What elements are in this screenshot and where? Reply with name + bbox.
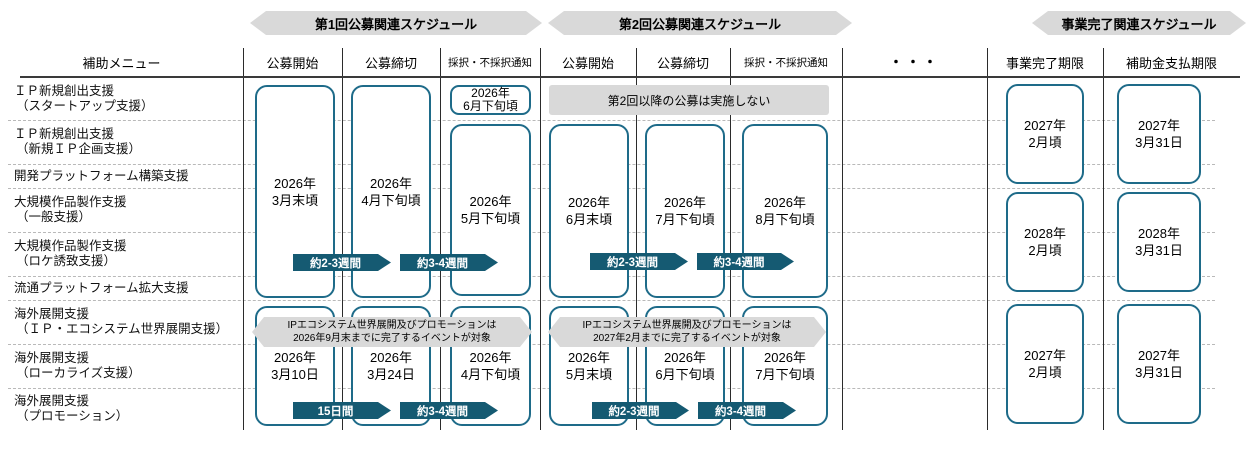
row-label-ip-startup: ＩＰ新規創出支援 （スタートアップ支援） <box>0 77 254 120</box>
column-header-payment-deadline: 補助金支払期限 <box>1125 55 1217 71</box>
r1-duration-arrow-1: 約2-3週間 <box>293 254 391 271</box>
column-divider <box>842 48 843 430</box>
r2-no-second-round-notice: 第2回以降の公募は実施しない <box>549 85 829 115</box>
r2-start-main-box: 2026年 6月末頃 <box>549 124 629 298</box>
r1-overseas-duration-arrow-1: 15日間 <box>293 402 391 419</box>
r2-duration-arrow-1: 約2-3週間 <box>590 253 688 270</box>
row-label-line1: 海外展開支援 <box>14 351 90 365</box>
column-header-r2-deadline: 公募締切 <box>656 55 709 71</box>
row-label-line1: ＩＰ新規創出支援 <box>14 83 115 98</box>
row-label-ip-new-plan: ＩＰ新規創出支援 （新規ＩＰ企画支援） <box>0 120 254 164</box>
row-label-line1: 海外展開支援 <box>14 394 90 408</box>
row-label-line2: （新規ＩＰ企画支援） <box>16 142 142 156</box>
column-header-menu: 補助メニュー <box>82 55 161 71</box>
row-divider <box>8 120 1215 121</box>
r1-overseas-condition-banner: IPエコシステム世界展開及びプロモーションは 2026年9月末までに完了するイベ… <box>252 317 532 347</box>
column-divider <box>636 48 637 430</box>
r1-duration-arrow-2: 約3-4週間 <box>400 254 498 271</box>
r2-duration-arrow-2: 約3-4週間 <box>697 253 794 270</box>
column-header-completion-deadline: 事業完了期限 <box>1005 55 1084 71</box>
column-header-r2-notice: 採択・不採択通知 <box>744 56 828 69</box>
row-label-distribution-platform: 流通プラットフォーム拡大支援 <box>0 276 254 300</box>
row-label-overseas-localize: 海外展開支援 （ローカライズ支援） <box>0 344 254 388</box>
r1-overseas-duration-arrow-2: 約3-4週間 <box>400 402 498 419</box>
completion-deadline-box-2: 2028年 2月頃 <box>1006 192 1084 292</box>
row-label-line2: （スタートアップ支援） <box>16 98 154 113</box>
row-label-large-general: 大規模作品製作支援 （一般支援） <box>0 188 254 232</box>
row-label-overseas-promotion: 海外展開支援 （プロモーション） <box>0 388 254 430</box>
column-divider <box>540 48 541 430</box>
r2-overseas-duration-arrow-1: 約2-3週間 <box>592 402 689 419</box>
column-divider <box>987 48 988 430</box>
column-divider <box>342 48 343 430</box>
payment-deadline-box-1: 2027年 3月31日 <box>1117 84 1201 184</box>
row-label-large-location: 大規模作品製作支援 （ロケ誘致支援） <box>0 232 254 276</box>
r2-overseas-condition-banner: IPエコシステム世界展開及びプロモーションは 2027年2月までに完了するイベン… <box>548 317 826 347</box>
column-header-r1-deadline: 公募締切 <box>364 55 417 71</box>
payment-deadline-box-3: 2027年 3月31日 <box>1117 304 1201 424</box>
row-label-dev-platform: 開発プラットフォーム構築支援 <box>0 164 254 188</box>
row-label-line2: （ローカライズ支援） <box>16 366 141 380</box>
payment-deadline-box-2: 2028年 3月31日 <box>1117 192 1201 292</box>
header-underline <box>20 76 1240 78</box>
column-divider <box>730 48 731 430</box>
column-divider <box>440 48 441 430</box>
column-header-r1-notice: 採択・不採択通知 <box>448 56 532 69</box>
row-label-line1: 開発プラットフォーム構築支援 <box>14 168 189 183</box>
column-divider <box>1103 48 1104 430</box>
row-label-line1: 大規模作品製作支援 <box>14 239 127 253</box>
row-label-line1: 流通プラットフォーム拡大支援 <box>14 280 189 295</box>
r2-notice-main-box: 2026年 8月下旬頃 <box>742 124 828 298</box>
column-header-r2-start: 公募開始 <box>561 55 614 71</box>
r2-deadline-main-box: 2026年 7月下旬頃 <box>645 124 725 298</box>
row-label-line2: （ロケ誘致支援） <box>16 254 117 268</box>
row-label-line1: 海外展開支援 <box>14 307 90 321</box>
row-label-line2: （ＩＰ・エコシステム世界展開支援） <box>16 322 229 336</box>
row-label-overseas-ecosystem: 海外展開支援 （ＩＰ・エコシステム世界展開支援） <box>0 300 254 344</box>
completion-deadline-box-1: 2027年 2月頃 <box>1006 84 1084 184</box>
row-label-line1: ＩＰ新規創出支援 <box>14 127 115 141</box>
r1-notice-row1-box: 2026年 6月下旬頃 <box>450 85 531 115</box>
row-divider <box>8 300 1215 301</box>
column-header-ellipsis: ・・・ <box>889 54 940 70</box>
row-label-line2: （一般支援） <box>16 210 92 224</box>
row-label-line2: （プロモーション） <box>16 409 129 423</box>
completion-deadline-box-3: 2027年 2月頃 <box>1006 304 1084 424</box>
r2-overseas-duration-arrow-2: 約3-4週間 <box>698 402 796 419</box>
banner-round1: 第1回公募関連スケジュール <box>250 11 542 35</box>
banner-completion: 事業完了関連スケジュール <box>1032 11 1246 35</box>
row-label-line1: 大規模作品製作支援 <box>14 195 127 209</box>
banner-round2: 第2回公募関連スケジュール <box>548 11 852 35</box>
column-header-r1-start: 公募開始 <box>266 55 319 71</box>
column-divider <box>243 48 244 430</box>
